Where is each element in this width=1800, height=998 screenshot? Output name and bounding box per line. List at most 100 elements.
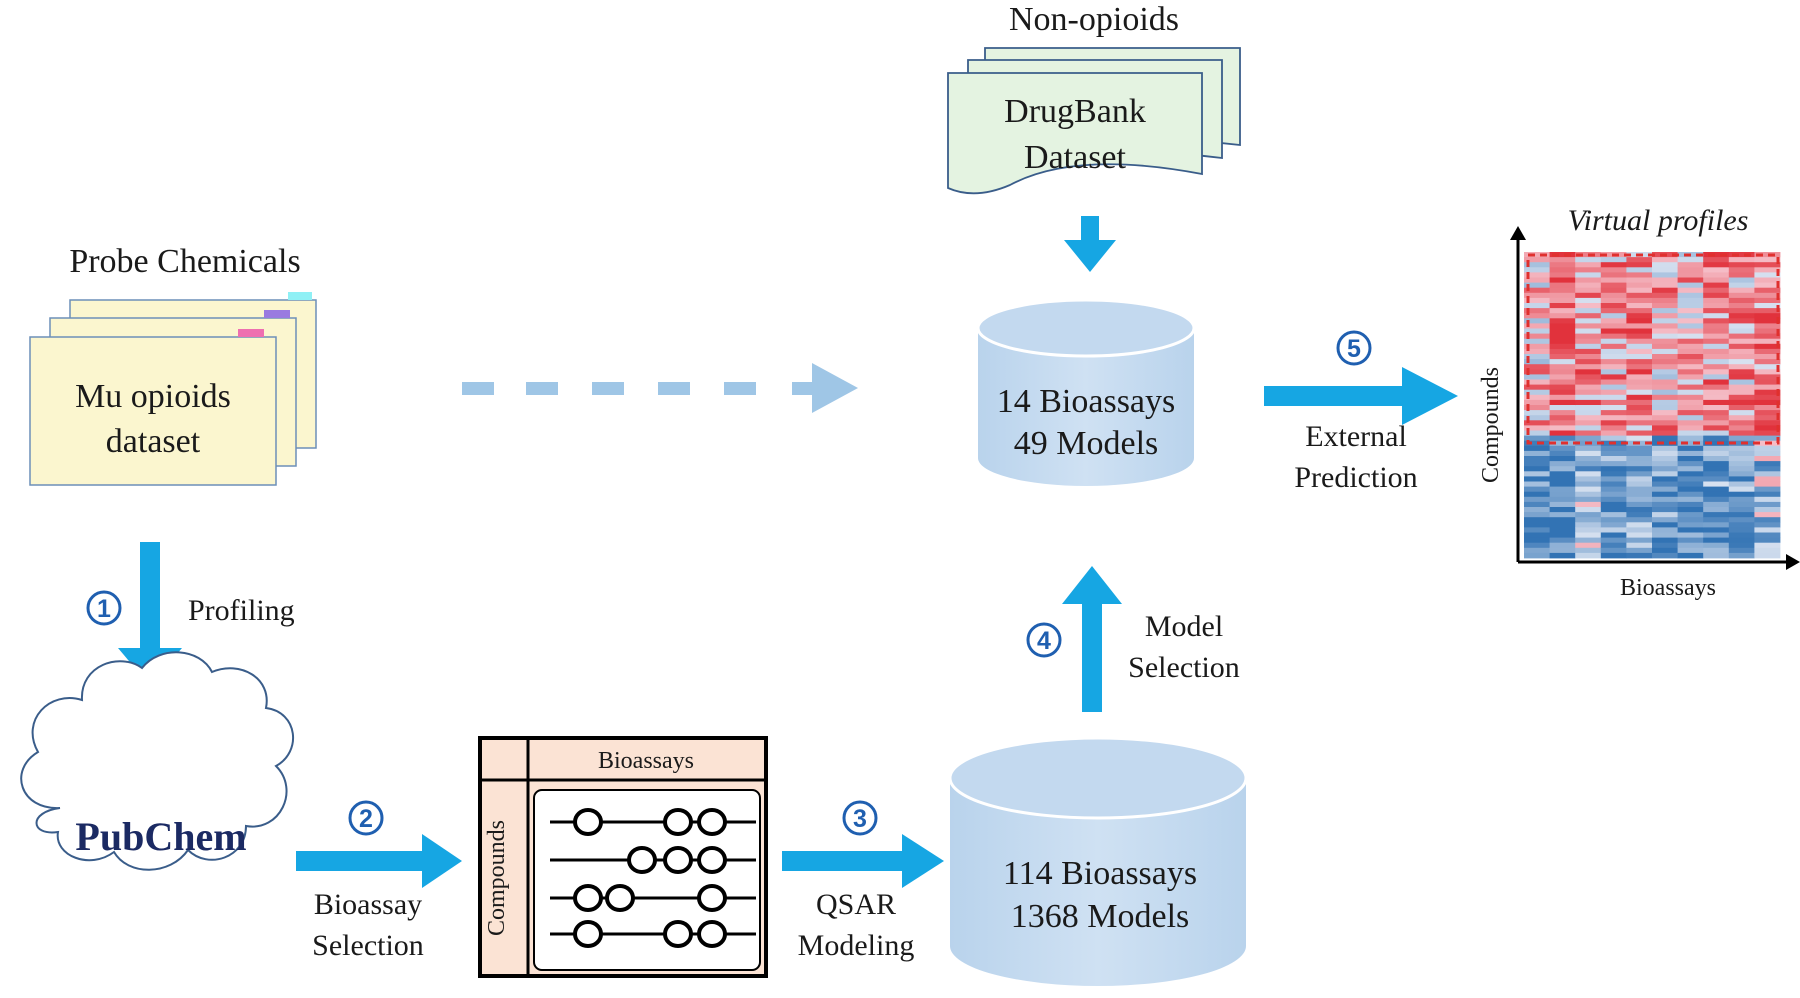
dash-segment xyxy=(462,382,494,395)
heatmap-cell xyxy=(1524,389,1550,396)
heatmap-cell xyxy=(1677,430,1704,436)
nonopioids-title: Non-opioids xyxy=(1009,1,1179,38)
heatmap-cell xyxy=(1754,359,1781,365)
heatmap-cell xyxy=(1600,501,1627,508)
heatmap-cell xyxy=(1652,542,1678,549)
step1-circle xyxy=(86,590,122,626)
heatmap-cell xyxy=(1575,552,1602,559)
heatmap-cell xyxy=(1677,384,1704,391)
heatmap-cell xyxy=(1626,262,1653,268)
heatmap-cell xyxy=(1703,384,1730,391)
heatmap-cell xyxy=(1549,303,1576,309)
heatmap-cell xyxy=(1703,267,1730,273)
dash-segment xyxy=(592,382,624,395)
heatmap-cell xyxy=(1626,379,1653,385)
heatmap-cell xyxy=(1728,303,1755,309)
heatmap-cell xyxy=(1626,507,1653,513)
heatmap-cell xyxy=(1703,496,1730,503)
heatmap-cell xyxy=(1728,527,1755,533)
heatmap-cell xyxy=(1728,333,1755,340)
heatmap-cell xyxy=(1677,333,1704,340)
heatmap-cell xyxy=(1703,542,1730,549)
heatmap-cell xyxy=(1677,328,1704,334)
step1-number: 1 xyxy=(97,595,111,623)
heatmap-cell xyxy=(1549,399,1576,406)
step4-circle xyxy=(1026,622,1062,658)
heatmap-cell xyxy=(1600,257,1627,263)
heatmap-cell xyxy=(1626,389,1653,396)
heatmap-cell xyxy=(1524,252,1550,258)
heatmap-cell xyxy=(1600,476,1627,482)
heatmap-cell xyxy=(1549,496,1576,503)
y-axis-arrow xyxy=(1510,226,1526,240)
heatmap-cell xyxy=(1600,461,1627,467)
heatmap-cell xyxy=(1626,308,1653,314)
heatmap-cell xyxy=(1524,323,1550,329)
heatmap-cell xyxy=(1652,348,1678,355)
heatmap-cell xyxy=(1626,282,1653,289)
heatmap-cell xyxy=(1549,542,1576,549)
heatmap-cell xyxy=(1600,308,1627,314)
heatmap-cell xyxy=(1754,430,1781,436)
heatmap-cell xyxy=(1575,272,1602,278)
heatmap-cell xyxy=(1600,456,1627,462)
heatmap-cell xyxy=(1524,517,1550,523)
heatmap-cell xyxy=(1754,512,1781,518)
heatmap-cell xyxy=(1600,313,1627,319)
heatmap-cell xyxy=(1728,354,1755,360)
heatmap-cell xyxy=(1626,425,1653,431)
heatmap-cell xyxy=(1703,532,1730,538)
heatmap-cell xyxy=(1524,287,1550,294)
heatmap-cell xyxy=(1524,486,1550,493)
heatmap-cell xyxy=(1652,308,1678,314)
heatmap-cell xyxy=(1652,512,1678,518)
heatmap-cell xyxy=(1575,348,1602,355)
heatmap-cell xyxy=(1728,507,1755,513)
heatmap-cell xyxy=(1703,343,1730,350)
heatmap-cell xyxy=(1728,456,1755,462)
heatmap-cell xyxy=(1703,303,1730,309)
heatmap-cell xyxy=(1652,257,1678,263)
heatmap-cell xyxy=(1575,456,1602,462)
dashed-arrow-head xyxy=(812,363,858,413)
heatmap-cell xyxy=(1728,297,1755,304)
heatmap-cell xyxy=(1652,262,1678,268)
heatmap-cell xyxy=(1703,507,1730,513)
cloud-shape xyxy=(20,651,295,871)
heatmap-cell xyxy=(1754,445,1781,452)
heatmap-cell xyxy=(1626,547,1653,554)
heatmap-cell xyxy=(1626,318,1653,324)
heatmap-cell xyxy=(1600,435,1627,442)
arrow-shaft xyxy=(296,851,424,871)
heatmap-cell xyxy=(1549,374,1576,380)
heatmap-cell xyxy=(1524,384,1550,391)
heatmap-cell xyxy=(1575,308,1602,314)
heatmap-cell xyxy=(1652,486,1678,493)
heatmap-cell xyxy=(1600,491,1627,498)
heatmap-cell xyxy=(1652,466,1678,472)
heatmap-cell xyxy=(1677,399,1704,406)
heatmap-cell xyxy=(1549,486,1576,493)
heatmap-cell xyxy=(1703,527,1730,533)
step5-number: 5 xyxy=(1347,335,1361,363)
step2-circle xyxy=(348,800,384,836)
heatmap-cell xyxy=(1524,542,1550,549)
heatmap-cell xyxy=(1677,512,1704,518)
heatmap-cell xyxy=(1703,450,1730,457)
heatmap-cell xyxy=(1754,374,1781,380)
heatmap-cell xyxy=(1728,318,1755,324)
heatmap-cell xyxy=(1549,512,1576,518)
heatmap-cell xyxy=(1524,450,1550,457)
heatmap-cell xyxy=(1703,282,1730,289)
heatmap-cell xyxy=(1575,292,1602,299)
arrow-shaft xyxy=(782,851,904,871)
heatmap-cell xyxy=(1754,384,1781,391)
heatmap-cell xyxy=(1728,287,1755,294)
heatmap-cell xyxy=(1728,420,1755,426)
heatmap-cell xyxy=(1626,517,1653,523)
heatmap-cell xyxy=(1549,272,1576,278)
dashed-arrow xyxy=(462,363,858,413)
heatmap-cell xyxy=(1575,359,1602,365)
heatmap-cell xyxy=(1524,537,1550,544)
big-database-cylinder: 114 Bioassays 1368 Models xyxy=(948,736,1248,986)
